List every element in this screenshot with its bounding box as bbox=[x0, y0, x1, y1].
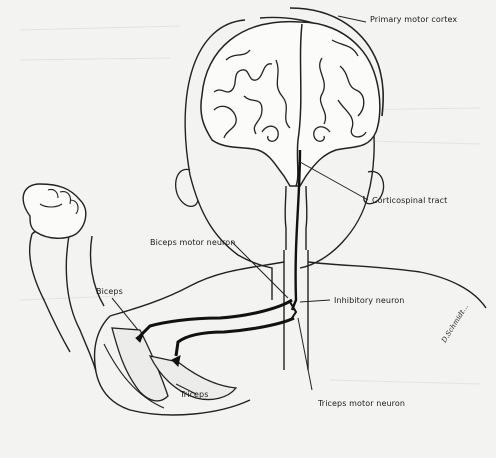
label-biceps-motor-neuron: Biceps motor neuron bbox=[150, 238, 235, 247]
label-primary-motor-cortex: Primary motor cortex bbox=[370, 15, 457, 24]
label-triceps: Triceps bbox=[180, 390, 209, 399]
label-biceps: Biceps bbox=[96, 287, 123, 296]
label-inhibitory-neuron: Inhibitory neuron bbox=[334, 296, 404, 305]
label-triceps-motor-neuron: Triceps motor neuron bbox=[318, 399, 405, 408]
label-corticospinal-tract: Corticospinal tract bbox=[372, 196, 447, 205]
